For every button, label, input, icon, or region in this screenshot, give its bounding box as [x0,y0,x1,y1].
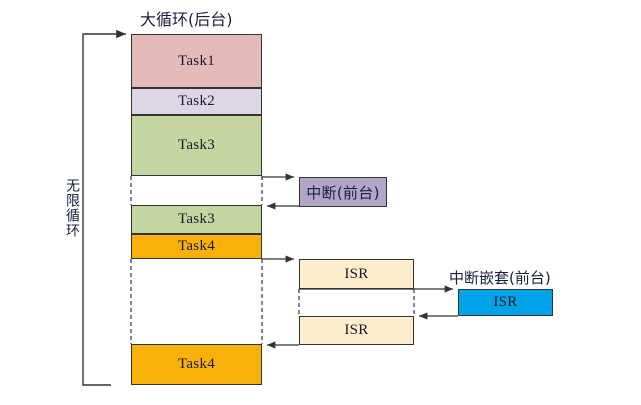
block-interrupt-foreground: 中断(前台) [299,177,387,207]
block-task4-first: Task4 [131,234,262,259]
block-isr-nested: ISR [458,289,553,316]
block-task3-resume: Task3 [131,205,262,234]
block-task4-resume: Task4 [131,344,262,385]
block-task2: Task2 [131,88,262,115]
label-nested-interrupt: 中断嵌套(前台) [449,269,551,287]
block-isr-upper: ISR [299,259,414,289]
loop-bracket-arrow [82,29,126,386]
title-background-loop: 大循环(后台) [140,10,233,29]
block-task3-first: Task3 [131,115,262,176]
block-isr-lower: ISR [299,316,414,345]
block-task1: Task1 [131,34,262,88]
label-infinite-loop: 无限循环 [64,178,80,238]
